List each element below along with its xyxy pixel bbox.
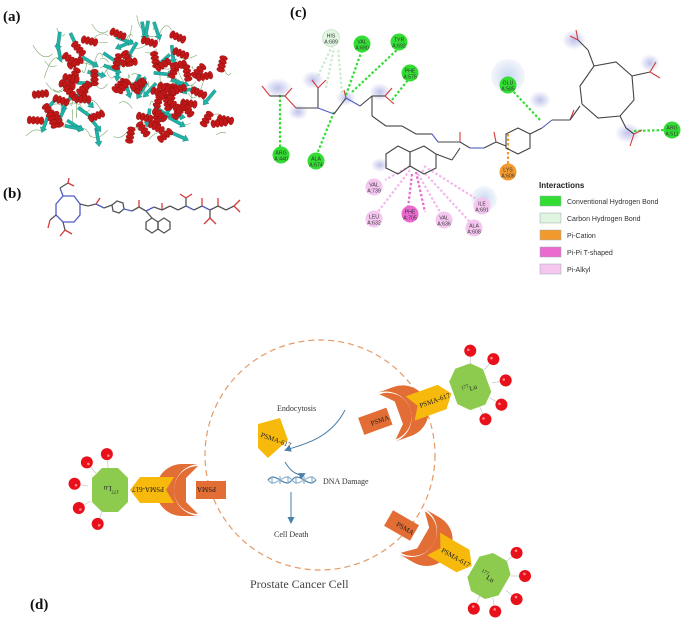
svg-text:PHE: PHE (405, 210, 416, 216)
svg-text:A:689: A:689 (324, 40, 338, 46)
svg-text:ALA: ALA (469, 224, 479, 230)
endocytosis-arrow (284, 409, 346, 452)
svg-text:A:692: A:692 (392, 44, 406, 50)
internal-ligand: PSMA-617 (258, 418, 293, 458)
alpha-particle (91, 517, 104, 530)
legend-title: Interactions (539, 181, 585, 190)
svg-text:HIS: HIS (327, 34, 336, 40)
svg-text:Carbon Hydrogen Bond: Carbon Hydrogen Bond (567, 216, 641, 223)
alpha-particle (80, 456, 93, 469)
svg-text:ARG: ARG (666, 126, 677, 132)
alpha-particle (510, 546, 523, 559)
alpha-particle (467, 602, 480, 615)
svg-text:A:608: A:608 (467, 230, 481, 236)
protein-structure-image (25, 15, 234, 147)
interaction-diagram: HISA:689VALA:690TYRA:692PHEA:575GLUA:585… (261, 29, 681, 275)
svg-text:A:674: A:674 (309, 163, 323, 169)
legend-item-carbon-hydrogen-bond: Carbon Hydrogen Bond (539, 212, 641, 224)
psma-mechanism-diagram: Prostate Cancer Cell PSMA-617 Endocytosi… (68, 339, 531, 618)
svg-text:Pi-Alkyl: Pi-Alkyl (567, 267, 591, 274)
endocytosis-label: Endocytosis (277, 404, 316, 413)
alpha-particle (489, 605, 502, 618)
svg-text:A:636: A:636 (437, 222, 451, 228)
prostate-cancer-cell (204, 339, 436, 571)
lu177-label: 177Lu (478, 569, 496, 585)
cell-death-label: Cell Death (274, 530, 308, 539)
svg-text:A:632: A:632 (367, 221, 381, 227)
svg-text:Pi-Pi T-shaped: Pi-Pi T-shaped (567, 250, 613, 257)
legend-item-pi-alkyl: Pi-Alkyl (539, 263, 591, 275)
svg-text:ILE: ILE (478, 202, 486, 208)
svg-text:VAL: VAL (439, 216, 449, 222)
psma-label: PSMA (197, 485, 216, 493)
alpha-particle (495, 398, 508, 411)
alpha-particle (510, 593, 523, 606)
svg-text:Conventional Hydrogen Bond: Conventional Hydrogen Bond (567, 199, 659, 206)
legend-item-pi-cation: Pi-Cation (539, 229, 596, 241)
svg-text:A:585: A:585 (501, 87, 515, 93)
molecule-2d-structure (47, 177, 241, 237)
svg-text:A:691: A:691 (475, 208, 489, 214)
svg-text:GLU: GLU (503, 81, 514, 87)
alpha-particle (68, 477, 81, 490)
cell-title: Prostate Cancer Cell (250, 577, 349, 591)
alpha-particle (479, 413, 492, 426)
svg-text:ALA: ALA (311, 157, 321, 163)
alpha-particle (72, 502, 85, 514)
svg-text:TYR: TYR (394, 38, 405, 44)
svg-text:A:705: A:705 (403, 216, 417, 222)
svg-text:VAL: VAL (357, 40, 367, 46)
svg-text:A:606: A:606 (501, 174, 515, 180)
psma617-label: PSMA-617 (132, 485, 164, 493)
svg-text:VAL: VAL (369, 183, 379, 189)
legend-item-conventional-hydrogen-bond: Conventional Hydrogen Bond (539, 195, 659, 207)
damage-arrow (284, 461, 306, 480)
alpha-particle (518, 569, 531, 582)
alpha-particle (100, 448, 113, 461)
panel-label-d: (d) (30, 597, 48, 613)
svg-text:Pi-Cation: Pi-Cation (567, 233, 596, 240)
lu177-label: 177Lu (461, 382, 479, 396)
svg-text:A:511: A:511 (665, 132, 678, 138)
complex-left: PSMA PSMA-617 177Lu (68, 448, 226, 530)
svg-text:LYS: LYS (503, 168, 513, 174)
svg-text:A:739: A:739 (367, 189, 381, 195)
panel-label-c: (c) (290, 5, 307, 21)
legend-item-pi-pi-t-shaped: Pi-Pi T-shaped (539, 246, 613, 258)
svg-text:A:690: A:690 (355, 46, 369, 52)
panel-label-b: (b) (3, 186, 21, 202)
lu177-label: 177Lu (103, 484, 119, 493)
alpha-particle (487, 353, 500, 366)
alpha-particle (464, 344, 477, 357)
svg-text:PHE: PHE (405, 69, 416, 75)
dna-damage-label: DNA Damage (323, 477, 369, 486)
alpha-particle (499, 374, 512, 387)
svg-text:ARG: ARG (275, 151, 286, 157)
dna-icon (267, 476, 317, 484)
svg-text:A:440: A:440 (274, 157, 288, 163)
svg-text:A:575: A:575 (403, 75, 417, 81)
svg-text:LEU: LEU (369, 215, 379, 221)
interactions-legend: Interactions Conventional Hydrogen BondC… (539, 181, 659, 275)
panel-label-a: (a) (3, 9, 21, 25)
